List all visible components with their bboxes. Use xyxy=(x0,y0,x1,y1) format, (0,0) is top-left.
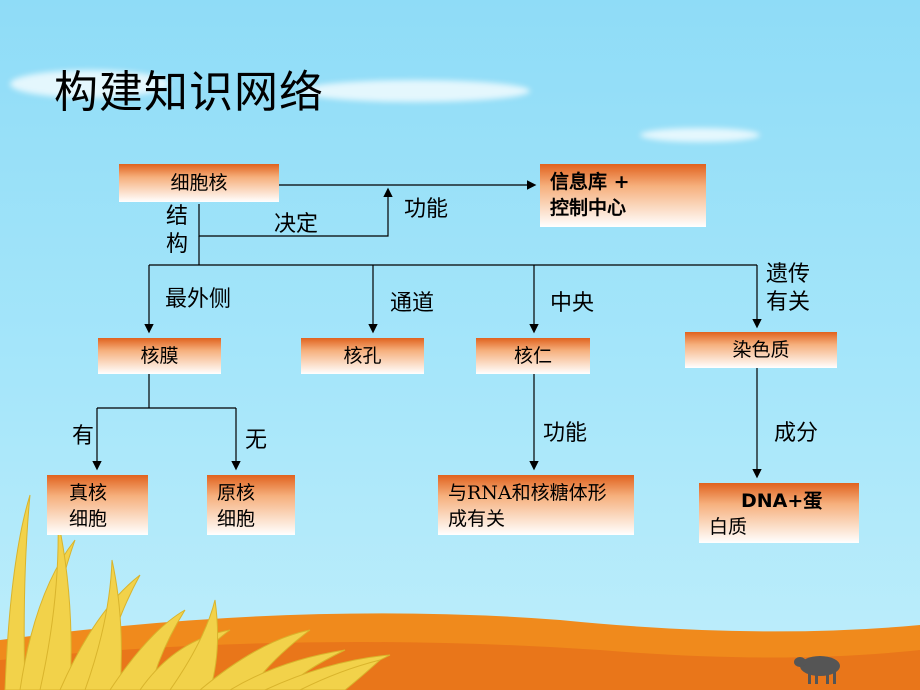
label-structure-2: 构 xyxy=(166,232,189,257)
cloud xyxy=(300,80,530,102)
node-pore: 核孔 xyxy=(301,338,424,374)
node-nucleolus-func-line2: 成有关 xyxy=(448,508,506,530)
page-title: 构建知识网络 xyxy=(54,67,324,118)
label-none: 无 xyxy=(245,428,268,453)
node-chromatin-comp-line1: DNA+蛋 xyxy=(741,490,823,512)
label-function: 功能 xyxy=(404,197,449,222)
label-center: 中央 xyxy=(550,291,595,316)
label-heredity-2: 有关 xyxy=(766,290,811,315)
node-nucleus: 细胞核 xyxy=(119,164,279,202)
node-prokaryote: 原核 细胞 xyxy=(207,475,295,535)
arrow-determines xyxy=(198,187,393,237)
node-info-line1: 信息库 + xyxy=(550,171,630,193)
label-component: 成分 xyxy=(774,421,819,446)
label-structure-1: 结 xyxy=(166,204,189,229)
label-has: 有 xyxy=(72,424,95,449)
cloud xyxy=(10,70,170,98)
label-determines: 决定 xyxy=(274,212,319,237)
cloud xyxy=(640,128,760,142)
node-chromatin-comp-line2: 白质 xyxy=(709,516,748,538)
node-info-center: 信息库 + 控制中心 xyxy=(540,164,706,227)
label-channel: 通道 xyxy=(390,291,435,316)
node-prokaryote-line1: 原核 xyxy=(217,482,256,504)
label-function-2: 功能 xyxy=(543,421,588,446)
cow-silhouette xyxy=(794,656,840,684)
node-nucleolus-function: 与RNA和核糖体形 成有关 xyxy=(438,475,634,535)
node-eukaryote-line2: 细胞 xyxy=(69,508,108,530)
node-nucleolus: 核仁 xyxy=(476,338,590,374)
node-eukaryote: 真核 细胞 xyxy=(47,475,148,535)
node-eukaryote-line1: 真核 xyxy=(69,482,108,504)
node-membrane: 核膜 xyxy=(98,338,221,374)
node-chromatin-composition: DNA+蛋 白质 xyxy=(699,483,859,543)
node-prokaryote-line2: 细胞 xyxy=(217,508,256,530)
label-outermost: 最外侧 xyxy=(165,287,232,312)
node-info-line2: 控制中心 xyxy=(550,197,627,219)
node-chromatin: 染色质 xyxy=(685,332,837,368)
node-nucleolus-func-line1: 与RNA和核糖体形 xyxy=(448,482,607,504)
label-heredity-1: 遗传 xyxy=(766,262,811,287)
